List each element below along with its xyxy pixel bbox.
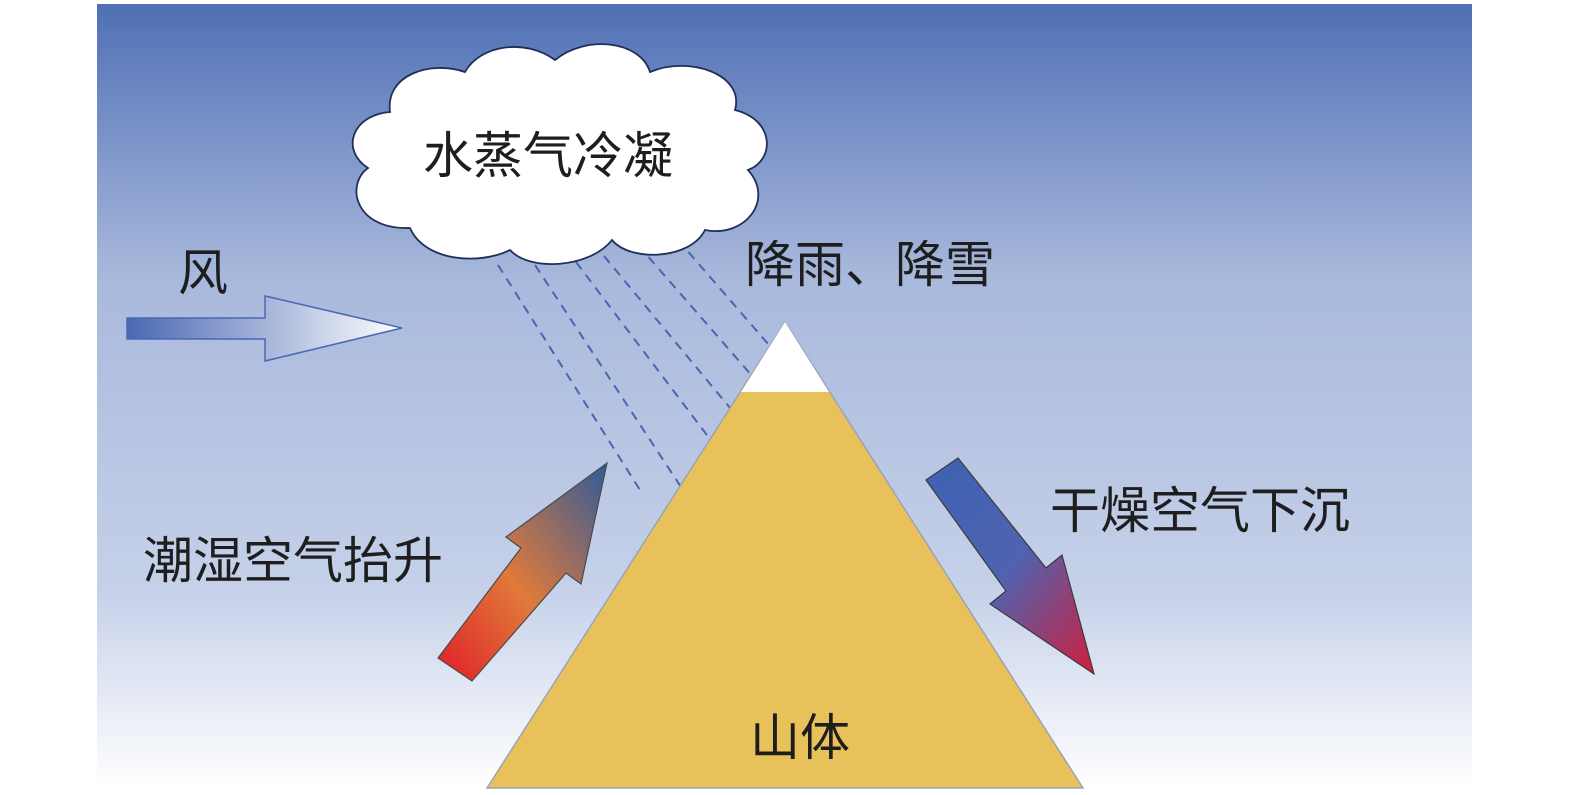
rain-lines-icon [497,239,783,491]
cloud-label: 水蒸气冷凝 [423,127,673,185]
mountain-label: 山体 [750,709,850,767]
wind-label: 风 [178,244,228,302]
precipitation-label: 降雨、降雪 [745,236,995,294]
mountain-icon [485,320,1085,789]
moist-air-rising-label: 潮湿空气抬升 [143,532,443,590]
rising-arrow-icon [437,461,608,682]
snow-cap-icon [741,322,829,392]
wind-arrow-icon [126,295,403,362]
cloud-icon [351,43,768,266]
sinking-arrow-icon [925,457,1095,676]
dry-air-sinking-label: 干燥空气下沉 [1050,482,1350,540]
